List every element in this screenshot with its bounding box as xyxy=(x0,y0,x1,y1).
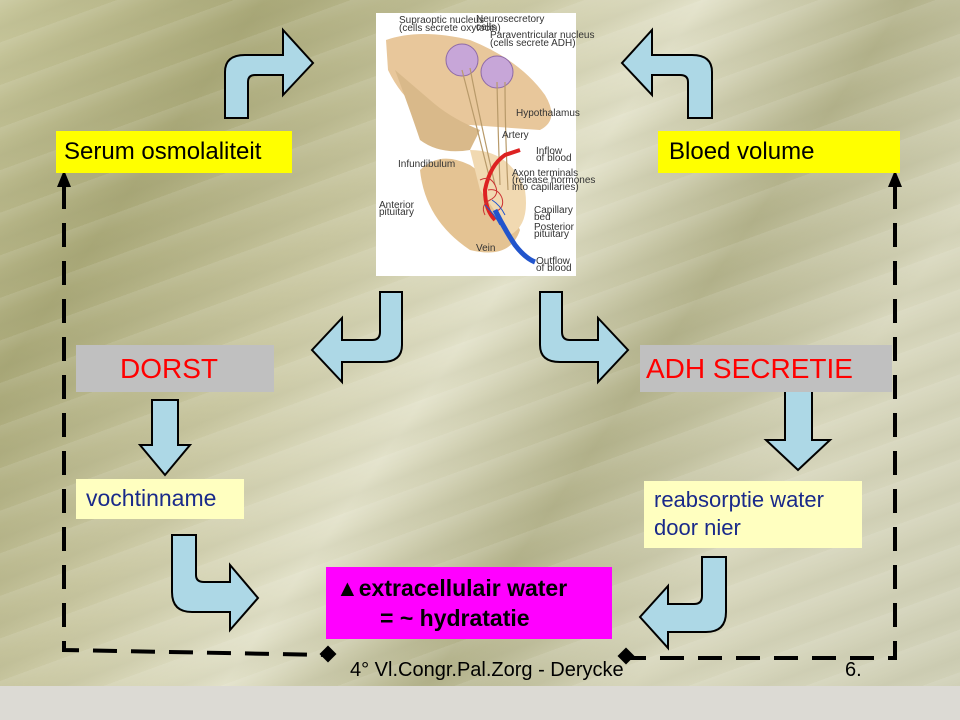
loop-arrowhead-left-icon xyxy=(57,170,71,187)
bloed-volume-box: Bloed volume xyxy=(658,131,900,173)
loop-end-left-icon xyxy=(319,645,337,663)
feedback-loop-dashed xyxy=(62,185,897,660)
reabsorptie-box: reabsorptie water door nier xyxy=(644,481,862,548)
adh-secretie-box: ADH SECRETIE xyxy=(640,345,892,392)
dorst-box: DORST xyxy=(76,345,274,392)
down-arrow-left-icon xyxy=(137,399,193,477)
vochtinname-box: vochtinname xyxy=(76,479,244,519)
page-number: 6. xyxy=(845,659,862,681)
curved-arrow-up-right-icon xyxy=(224,27,315,119)
curved-arrow-bottom-left-icon xyxy=(638,556,727,651)
serum-osmolaliteit-box: Serum osmolaliteit xyxy=(56,131,292,173)
extracellulair-water-box: ▲extracellulair water = ~ hydratatie xyxy=(326,567,612,639)
curved-arrow-down-right-icon xyxy=(539,291,630,385)
loop-end-right-icon xyxy=(617,647,635,665)
curved-arrow-down-left-icon xyxy=(310,291,403,385)
curved-arrow-up-left-icon xyxy=(620,27,713,119)
curved-arrow-bottom-right-icon xyxy=(171,534,260,633)
footer-text: 4° Vl.Congr.Pal.Zorg - Derycke xyxy=(350,659,624,681)
loop-arrowhead-right-icon xyxy=(888,170,902,187)
down-arrow-right-icon xyxy=(763,389,833,472)
